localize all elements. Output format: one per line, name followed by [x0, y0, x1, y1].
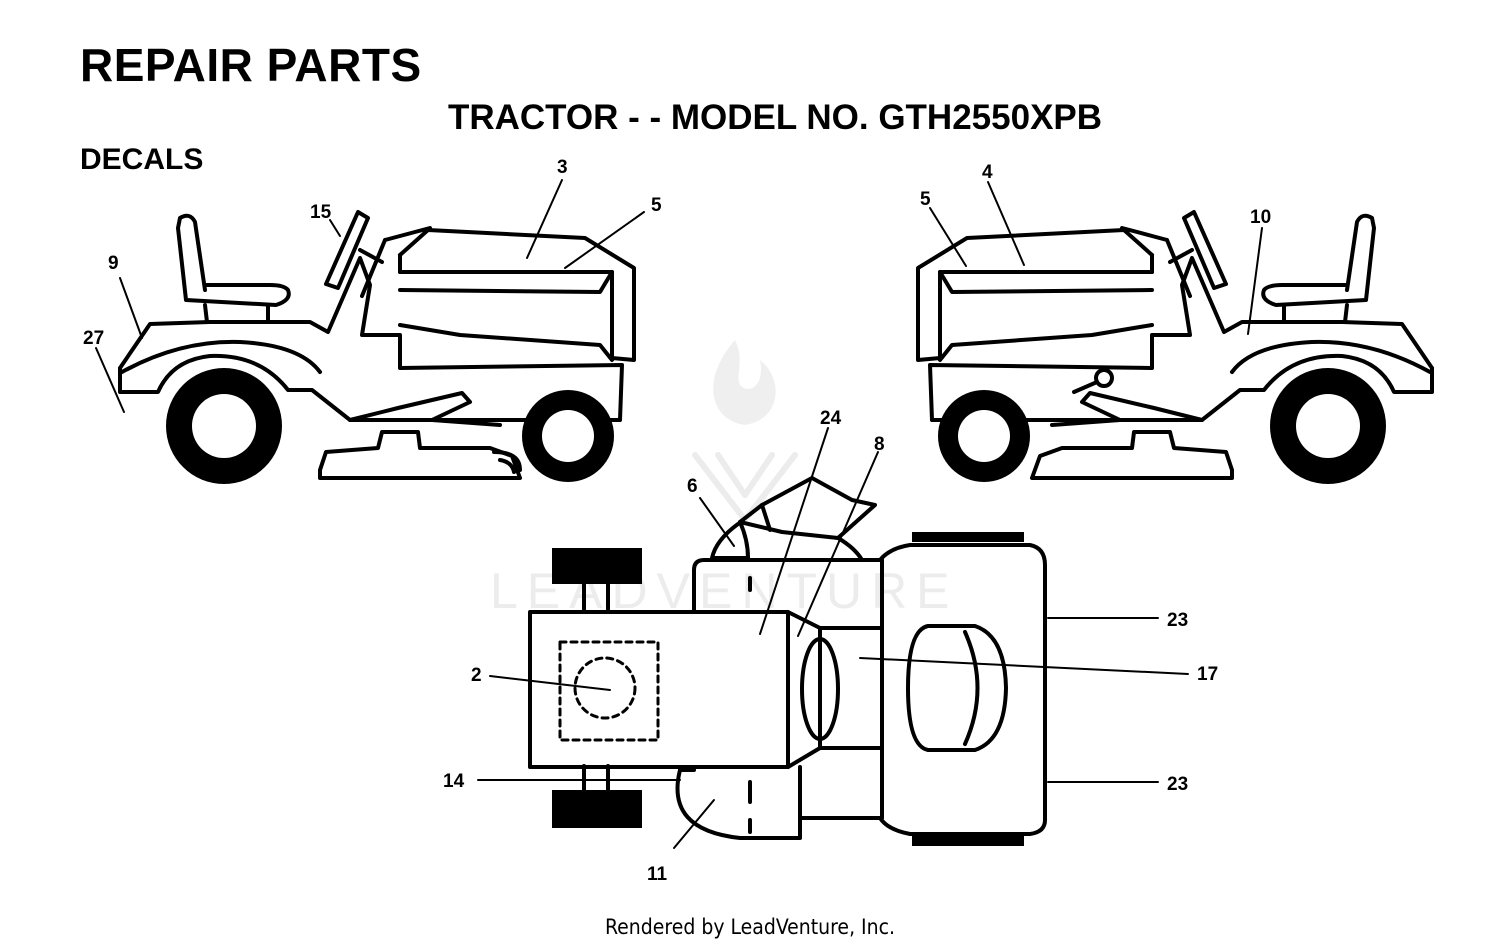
callout-4: 4 [982, 162, 993, 183]
watermark-logo [692, 340, 798, 523]
left-rear-body [118, 256, 624, 422]
left-seat [176, 213, 291, 307]
top-steering-wheel [738, 476, 877, 540]
callout-leaders [95, 179, 1263, 849]
callout-8: 8 [874, 434, 885, 455]
page-title: REPAIR PARTS [80, 39, 422, 91]
top-hood [528, 610, 790, 769]
callout-14: 14 [443, 771, 465, 792]
top-front-wheel-upper [552, 548, 642, 584]
callout-2: 2 [471, 665, 482, 686]
left-footrest [348, 391, 502, 427]
left-tractor-side-view [118, 210, 636, 484]
top-body [692, 543, 1047, 836]
callout-11: 11 [647, 864, 668, 885]
footer-credit: Rendered by LeadVenture, Inc. [605, 915, 895, 939]
top-view-tractor [528, 476, 1047, 846]
callout-24: 24 [820, 408, 842, 429]
left-mower-deck [318, 430, 522, 480]
callout-23-lower: 23 [1167, 774, 1188, 795]
left-front-wheel [522, 390, 614, 482]
right-tractor-side-view [916, 210, 1434, 484]
callout-17: 17 [1197, 664, 1218, 685]
callout-23-upper: 23 [1167, 610, 1188, 631]
section-heading: DECALS [80, 143, 204, 176]
callout-5-left: 5 [651, 195, 662, 216]
callout-6: 6 [687, 476, 698, 497]
top-seat [906, 624, 1008, 752]
callout-10: 10 [1250, 207, 1271, 228]
left-rear-wheel [166, 368, 282, 484]
callout-15: 15 [310, 202, 332, 223]
callout-5-right: 5 [920, 189, 931, 210]
model-heading: TRACTOR - - MODEL NO. GTH2550XPB [447, 98, 1103, 137]
top-front-wheel-lower [552, 790, 642, 828]
left-hood [398, 228, 636, 362]
callout-27: 27 [83, 328, 104, 349]
left-steering-wheel [324, 210, 370, 290]
callout-9: 9 [108, 253, 119, 274]
callout-3: 3 [557, 157, 568, 178]
